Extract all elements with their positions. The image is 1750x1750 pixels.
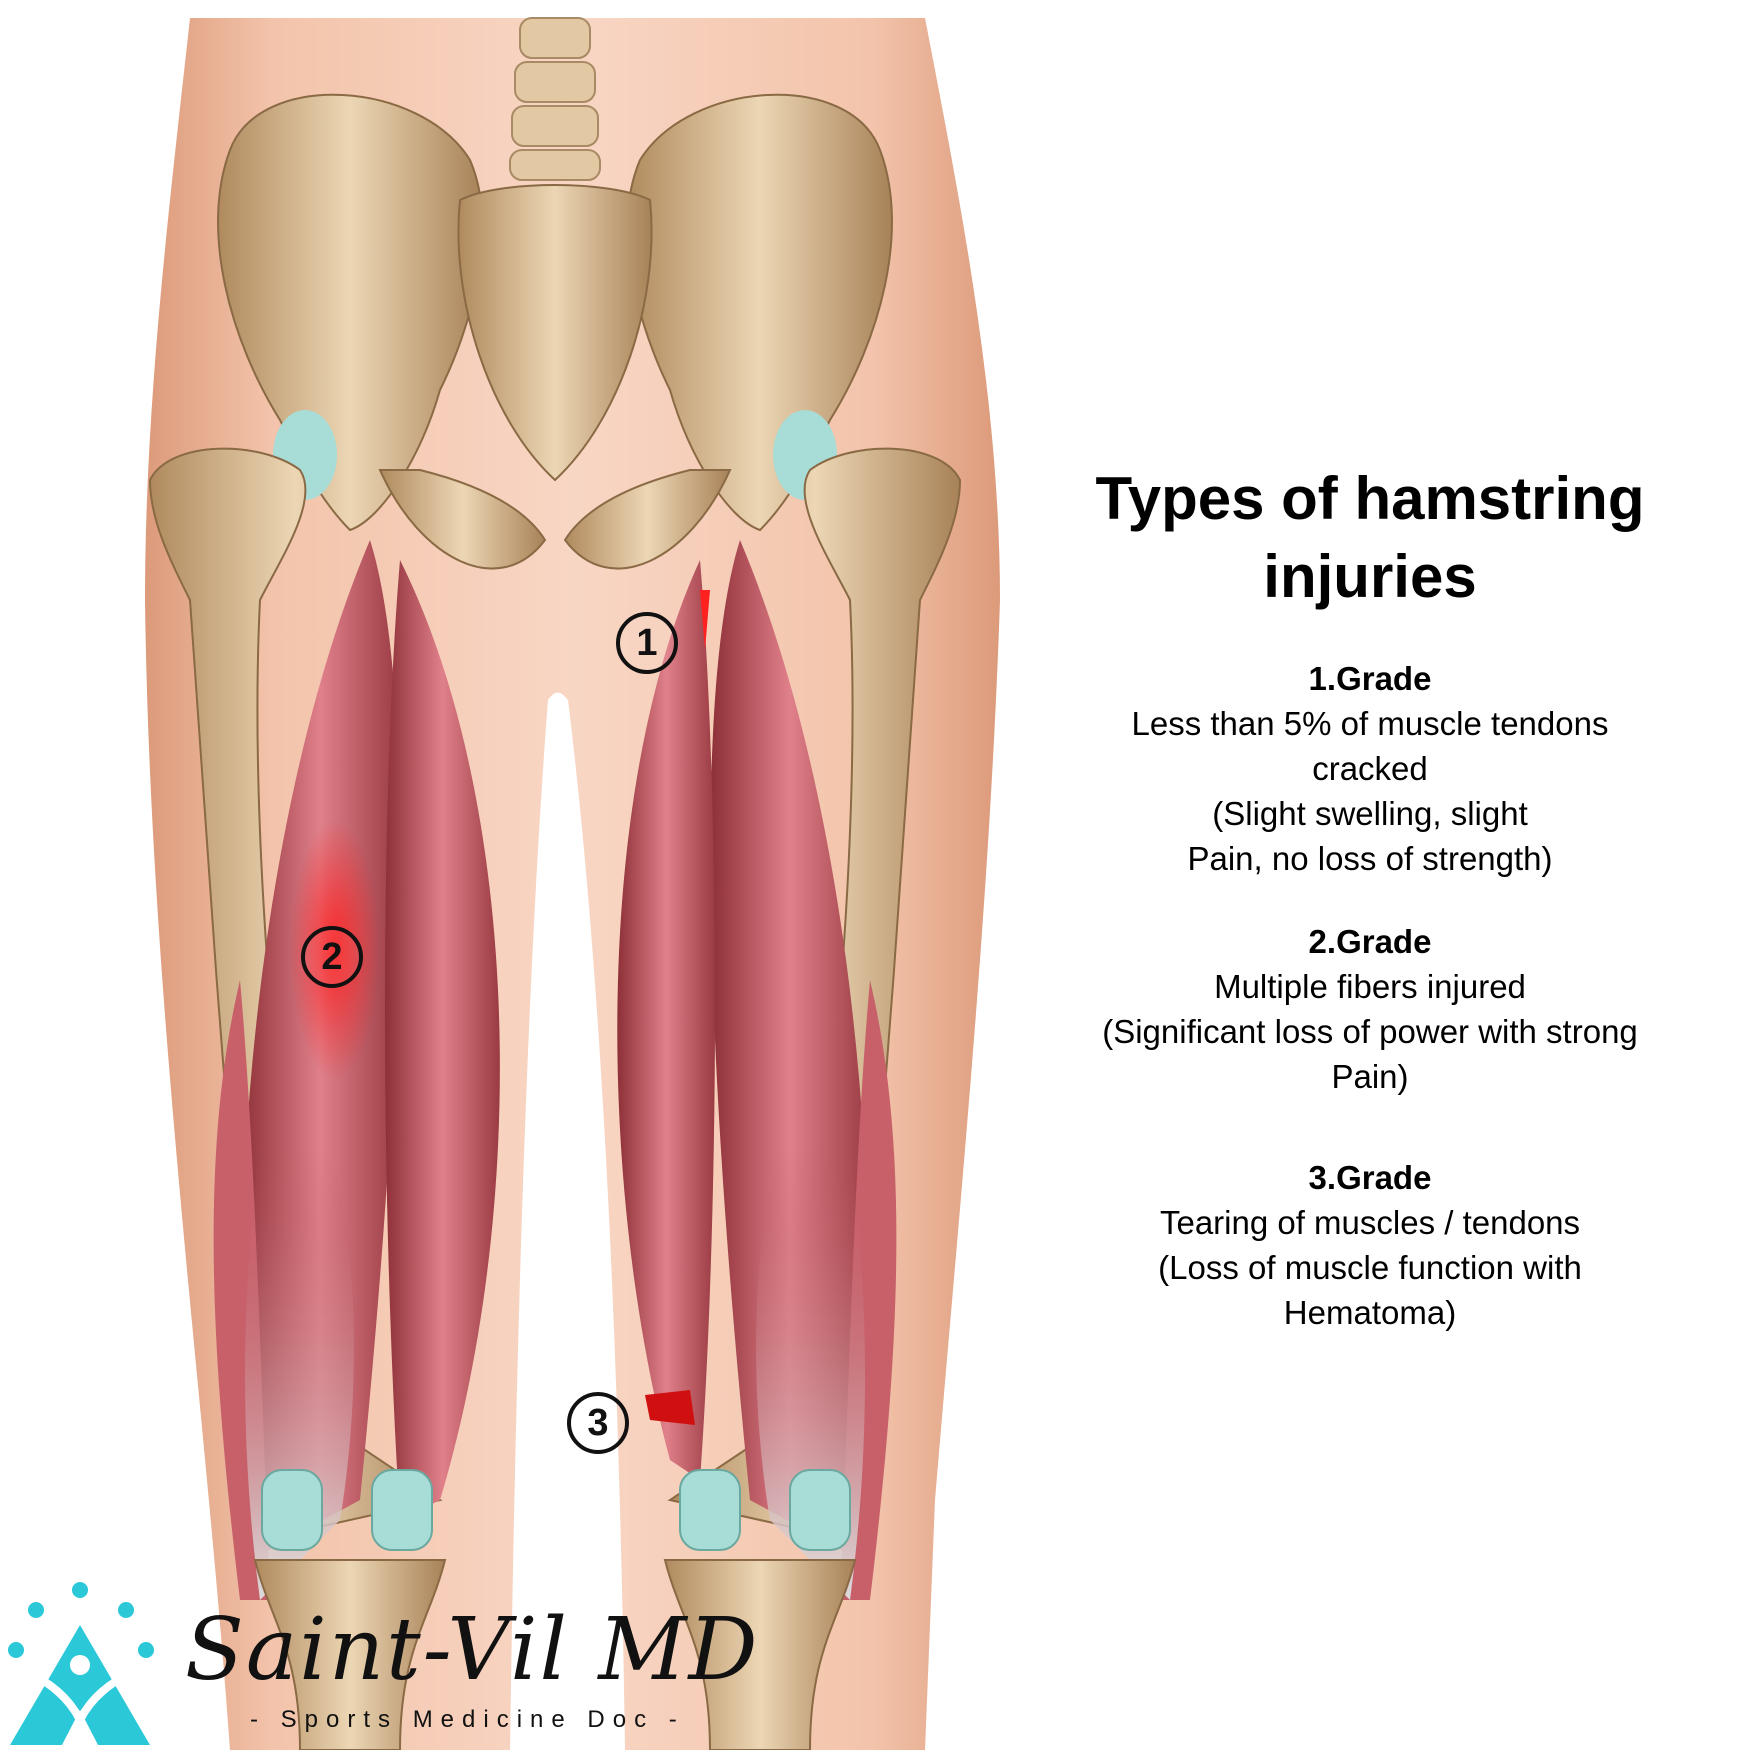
- brand-signature: Saint-Vil MD: [185, 1600, 760, 1700]
- grade-line: (Loss of muscle function with: [1158, 1249, 1582, 1286]
- grade-3-section: 3.Grade Tearing of muscles / tendons (Lo…: [1040, 1155, 1700, 1335]
- grade-line: Pain, no loss of strength): [1187, 840, 1553, 877]
- grade-line: cracked: [1312, 750, 1428, 787]
- grade-line: Tearing of muscles / tendons: [1159, 1204, 1581, 1241]
- marker-grade-3: 3: [567, 1392, 629, 1454]
- injury-grade-3: [645, 1390, 695, 1425]
- spine: [509, 17, 601, 181]
- injury-types-panel: Types of hamstring injuries 1.Grade Less…: [1040, 460, 1700, 1373]
- marker-grade-2: 2: [301, 926, 363, 988]
- grade-line: Multiple fibers injured: [1214, 968, 1526, 1005]
- page-title: Types of hamstring injuries: [1095, 465, 1645, 610]
- injury-grade-1: [700, 590, 710, 650]
- grade-line: Hematoma): [1283, 1294, 1457, 1331]
- brand-logo: [8, 1582, 154, 1745]
- knee-cartilage: [261, 1469, 851, 1551]
- grade-2-section: 2.Grade Multiple fibers injured (Signifi…: [1040, 919, 1700, 1099]
- grade-1-section: 1.Grade Less than 5% of muscle tendons c…: [1040, 656, 1700, 881]
- grade-line: Less than 5% of muscle tendons: [1131, 705, 1609, 742]
- grade-line: (Slight swelling, slight: [1212, 795, 1528, 832]
- marker-grade-1: 1: [616, 612, 678, 674]
- hamstring-muscles-left: [213, 540, 500, 1600]
- tibia: [253, 1559, 857, 1750]
- grade-heading: 1.Grade: [1308, 660, 1432, 697]
- grade-line: Pain): [1331, 1058, 1409, 1095]
- grade-heading: 3.Grade: [1308, 1159, 1432, 1196]
- brand-tagline: - Sports Medicine Doc -: [250, 1706, 685, 1733]
- grade-heading: 2.Grade: [1308, 923, 1432, 960]
- grade-line: (Significant loss of power with strong: [1102, 1013, 1638, 1050]
